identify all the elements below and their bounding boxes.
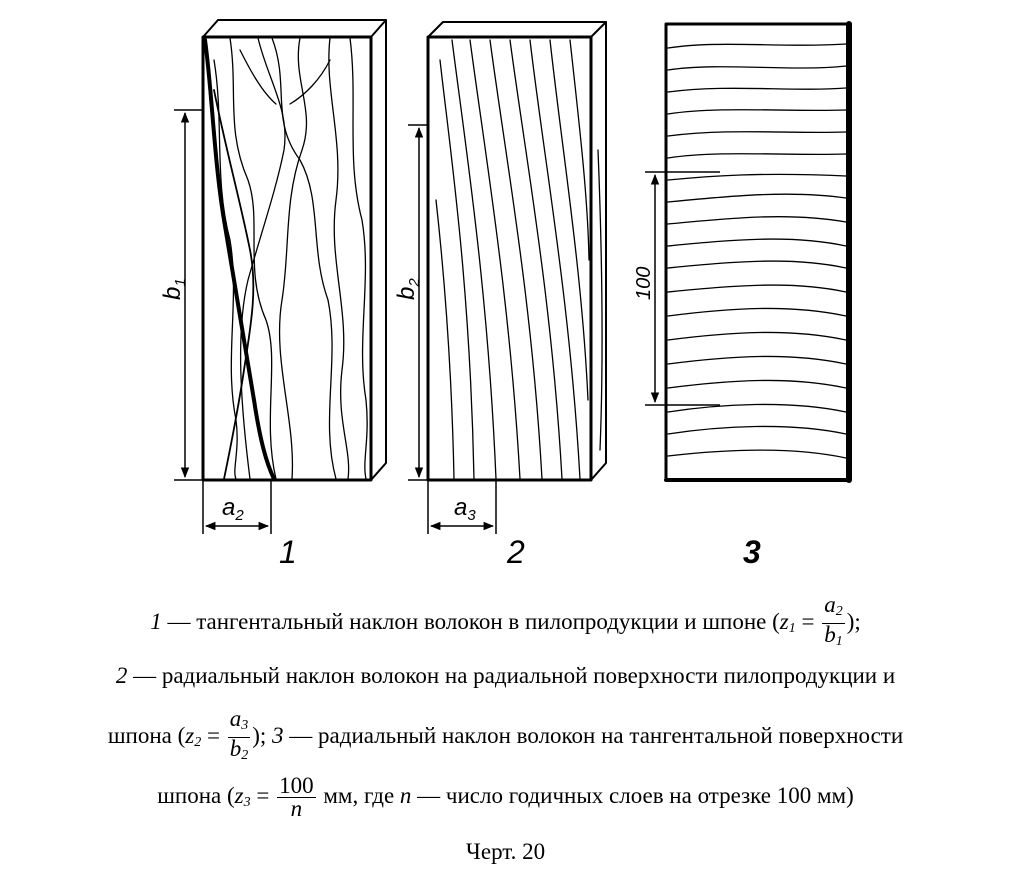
- dimension-b1: [174, 109, 203, 481]
- sample-2-top-face: [427, 21, 607, 38]
- label-b1: b1: [159, 278, 189, 300]
- caption-z3: z3: [234, 782, 251, 810]
- wood-grain-figure: b1 b2 100 a2 a3 1 2 3: [159, 19, 852, 570]
- caption-line-1: 1 — тангентальный наклон волокон в пилоп…: [0, 592, 1011, 653]
- caption-z2: z2: [185, 722, 202, 750]
- sample-1-side-face: [370, 19, 387, 481]
- sample-2-side-face: [590, 21, 607, 481]
- sample-1-block: [201, 19, 387, 482]
- dimension-100: [645, 171, 720, 406]
- caption-text-2: — радиальный наклон волокон на радиально…: [127, 663, 896, 688]
- dimension-a2: [202, 480, 272, 534]
- sample-1-front-face: [201, 35, 373, 482]
- sample-1-diagonal-crack: [203, 38, 276, 481]
- sample-2-front-face: [426, 35, 593, 482]
- sample-3-growth-rings: [667, 43, 847, 459]
- sample-2-block: [426, 21, 607, 482]
- caption-num-3: 3: [272, 722, 284, 748]
- caption-z1: z1: [779, 608, 796, 636]
- label-b2: b2: [393, 278, 423, 300]
- dimension-a3: [427, 480, 497, 534]
- label-a3: a3: [454, 494, 476, 524]
- label-sample-1: 1: [279, 534, 297, 570]
- caption-line-2: 2 — радиальный наклон волокон на радиаль…: [0, 662, 1011, 690]
- label-100: 100: [633, 267, 655, 300]
- label-sample-3: 3: [743, 534, 761, 570]
- label-sample-2: 2: [506, 534, 525, 570]
- sample-1-grain-lines: [213, 37, 368, 480]
- sample-3-block: [664, 21, 852, 483]
- figure-title: Черт. 20: [465, 839, 546, 864]
- dimension-b2: [408, 124, 428, 481]
- sample-3-face: [664, 22, 850, 482]
- caption-text-1: — тангентальный наклон волокон в пилопро…: [161, 608, 780, 634]
- caption-num-1: 1: [150, 608, 162, 634]
- sample-1-diagonal-crack-2: [213, 89, 255, 480]
- sample-1-top-face: [202, 19, 387, 38]
- caption-num-2: 2: [115, 663, 128, 688]
- sample-2-grain-lines: [435, 39, 603, 480]
- label-a2: a2: [222, 494, 244, 524]
